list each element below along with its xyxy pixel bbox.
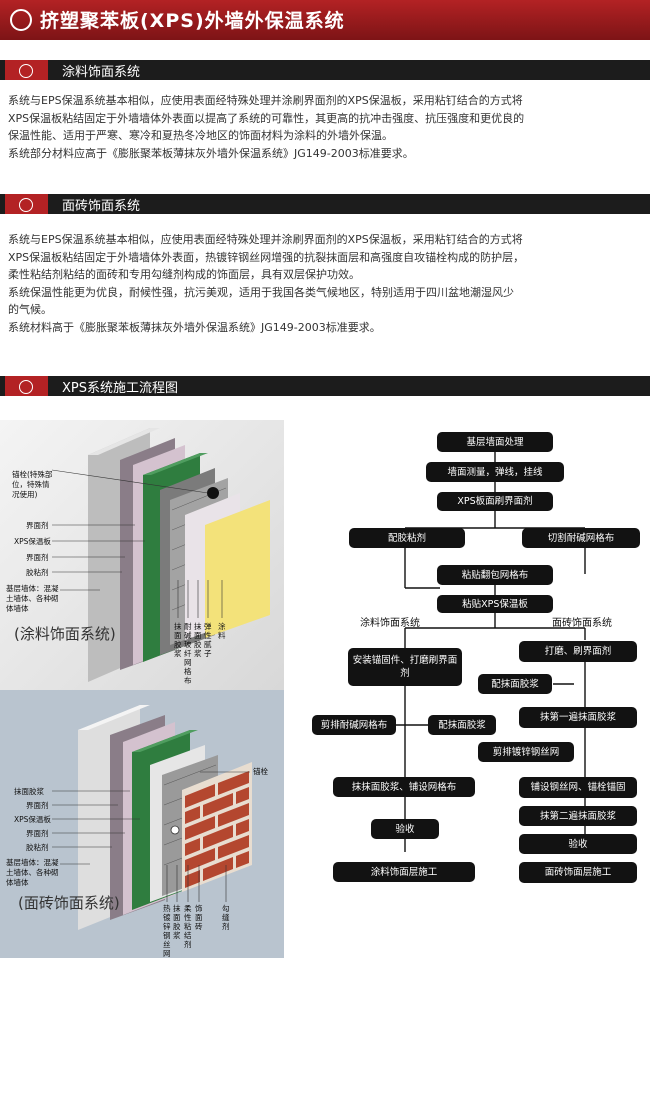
flow-step-base-wall: 基层墙面处理	[437, 432, 553, 452]
flow-step-interface: XPS板面刷界面剂	[437, 492, 553, 511]
paragraph-line: 系统保温性能更为优良，耐候性强，抗污美观，适用于我国各类气候地区，特别适用于四川…	[8, 285, 514, 299]
label-putty: 弹性腻子	[204, 622, 212, 658]
flow-step-paste-xps: 粘贴XPS保温板	[437, 595, 553, 613]
page-header: 挤塑聚苯板(XPS)外墙外保温系统	[0, 0, 650, 40]
paragraph-line: 系统与EPS保温系统基本相似，应使用表面经特殊处理并涂刷界面剂的XPS保温板，采…	[8, 94, 523, 107]
label-xps-board: XPS保温板	[14, 537, 51, 546]
diagram-caption: (面砖饰面系统)	[18, 894, 120, 912]
flow-step-mix-mortar: 配抹面胶浆	[478, 674, 552, 694]
circle-icon	[5, 194, 48, 214]
flow-step-measure: 墙面测量，弹线，挂线	[426, 462, 564, 482]
tile-system-diagram: 锚栓 抹面胶浆 界面剂 XPS保温板 界面剂 胶粘剂 基层墙体：混凝土墙体、各种…	[0, 690, 284, 958]
paragraph-line: XPS保温板粘结固定于外墙墙体外表面，热镀锌钢丝网增强的抗裂抹面层和高强度自攻锚…	[8, 250, 525, 264]
label-base-wall: 基层墙体：混凝土墙体、各种砌体墙体	[6, 584, 59, 613]
circle-icon	[5, 376, 48, 396]
label-plaster-mortar: 抹面胶浆	[174, 622, 182, 658]
paragraph-line: 系统材料高于《膨胀聚苯板薄抹灰外墙外保温系统》JG149-2003标准要求。	[8, 320, 381, 334]
label-paint: 涂料	[218, 622, 226, 640]
paint-system-diagram: 锚栓(特殊部位，特殊情况使用) 界面剂 XPS保温板 界面剂 胶粘剂 基层墙体：…	[0, 420, 284, 690]
label-adhesive: 胶粘剂	[26, 568, 49, 577]
flow-step-cut-steel-mesh: 剪排镀锌钢丝网	[478, 742, 574, 762]
paint-description: 系统与EPS保温系统基本相似，应使用表面经特殊处理并涂刷界面剂的XPS保温板，采…	[8, 92, 648, 162]
page-title: 挤塑聚苯板(XPS)外墙外保温系统	[40, 10, 345, 32]
circle-icon	[10, 9, 32, 31]
label-anchor: 锚栓(特殊部位，特殊情况使用)	[12, 470, 53, 499]
section-title: XPS系统施工流程图	[62, 381, 178, 396]
flow-step-mix-mortar: 配抹面胶浆	[428, 715, 496, 735]
paragraph-line: 的气候。	[8, 303, 52, 316]
label-grout: 勾缝剂	[222, 904, 230, 931]
label-adhesive: 胶粘剂	[26, 843, 49, 852]
paragraph-line: 系统与EPS保温系统基本相似，应使用表面经特殊处理并涂刷界面剂的XPS保温板，采…	[8, 233, 523, 246]
flow-step-wrap-mesh: 粘贴翻包网格布	[437, 565, 553, 585]
paragraph-line: 系统部分材料应高于《膨胀聚苯板薄抹灰外墙外保温系统》JG149-2003标准要求…	[8, 146, 414, 160]
label-interface-agent: 界面剂	[26, 801, 49, 810]
section-title: 涂料饰面系统	[62, 65, 141, 80]
label-interface-agent: 界面剂	[26, 829, 49, 838]
paragraph-line: 柔性粘结剂粘结的面砖和专用勾缝剂构成的饰面层，具有双层保护功效。	[8, 268, 360, 281]
flow-step-second-coat: 抹第二遍抹面胶浆	[519, 806, 637, 826]
label-xps-board: XPS保温板	[14, 815, 51, 824]
paint-layers-illustration	[51, 428, 270, 682]
flow-step-inspect: 验收	[519, 834, 637, 854]
circle-icon	[5, 60, 48, 80]
label-base-wall: 基层墙体：混凝土墙体、各种砌体墙体	[6, 858, 59, 887]
flow-step-tile-finish: 面砖饰面层施工	[519, 862, 637, 883]
flow-step-anchor-install: 安装锚固件、打磨刷界面剂	[348, 648, 462, 686]
flow-step-sand-interface: 打磨、刷界面剂	[519, 641, 637, 662]
label-interface-agent: 界面剂	[26, 553, 49, 562]
flow-step-first-coat: 抹第一遍抹面胶浆	[519, 707, 637, 728]
paragraph-line: 保温性能、适用于严寒、寒冷和夏热冬冷地区的饰面材料为涂料的外墙外保温。	[8, 129, 393, 142]
diagram-caption: (涂料饰面系统)	[14, 625, 116, 643]
tile-layers-illustration	[52, 705, 252, 930]
branch-label-tile: 面砖饰面系统	[552, 618, 612, 629]
label-interface-agent: 界面剂	[26, 521, 49, 530]
label-plaster-mortar: 抹面胶浆	[14, 787, 44, 796]
label-steel-mesh: 热镀锌钢丝网	[163, 904, 171, 958]
label-anchor: 锚栓	[253, 767, 268, 776]
section-header-tile: 面砖饰面系统	[0, 194, 650, 214]
tile-description: 系统与EPS保温系统基本相似，应使用表面经特殊处理并涂刷界面剂的XPS保温板，采…	[8, 231, 648, 336]
flow-step-paint-finish: 涂料饰面层施工	[333, 862, 475, 882]
flow-step-lay-steel-mesh: 铺设钢丝网、锚栓锚固	[519, 777, 637, 798]
label-plaster-mortar: 抹面胶浆	[173, 904, 181, 940]
label-tile: 饰面砖	[195, 904, 203, 931]
section-title: 面砖饰面系统	[62, 199, 141, 214]
label-flexible-adhesive: 柔性粘结剂	[184, 904, 192, 949]
flow-step-lay-mesh: 抹抹面胶浆、铺设网格布	[333, 777, 475, 797]
section-header-flow: XPS系统施工流程图	[0, 376, 650, 396]
label-fiber-mesh: 耐碱玻纤网格布	[184, 622, 192, 685]
branch-label-paint: 涂料饰面系统	[360, 618, 420, 629]
label-plaster-mortar: 抹面胶浆	[194, 622, 202, 658]
flow-step-mix-adhesive: 配胶粘剂	[349, 528, 465, 548]
flow-step-cut-fiber-mesh: 剪排耐碱网格布	[312, 715, 396, 735]
flow-step-cut-mesh: 切割耐碱网格布	[522, 528, 640, 548]
section-header-paint: 涂料饰面系统	[0, 60, 650, 80]
paragraph-line: XPS保温板粘结固定于外墙墙体外表面以提高了系统的可靠性，其更高的抗冲击强度、抗…	[8, 111, 525, 125]
flow-step-inspect: 验收	[371, 819, 439, 839]
